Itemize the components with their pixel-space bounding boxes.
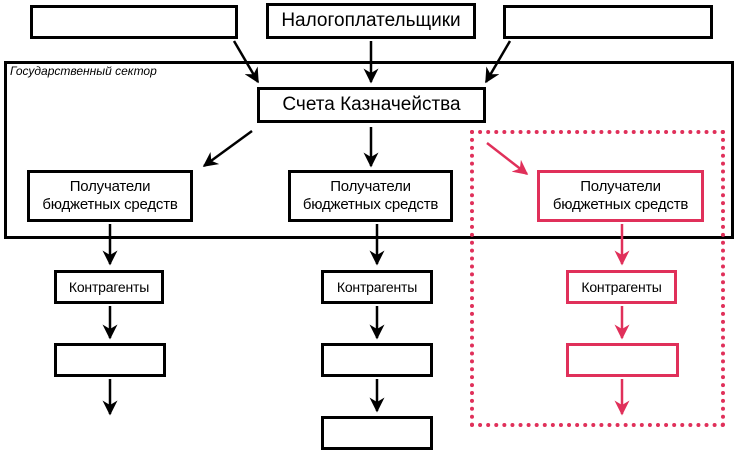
taxpayers-box: Налогоплательщики xyxy=(266,3,476,39)
recipients-box-middle: Получатели бюджетных средств xyxy=(288,170,453,222)
treasury-accounts-box: Счета Казначейства xyxy=(257,87,486,123)
top-left-empty-box xyxy=(30,5,238,39)
top-right-empty-box xyxy=(503,5,713,39)
bottom-empty-box-middle xyxy=(321,416,433,450)
recipients-box-right: Получатели бюджетных средств xyxy=(537,170,704,222)
government-sector-frame xyxy=(4,61,734,239)
government-sector-label: Государственный сектор xyxy=(10,64,157,78)
lower-empty-box-left xyxy=(54,343,166,377)
counterparties-box-left: Контрагенты xyxy=(54,270,164,304)
arrow-topleft-to-treasury xyxy=(232,40,260,84)
counterparties-box-middle: Контрагенты xyxy=(321,270,433,304)
lower-empty-box-right xyxy=(566,343,679,377)
highlight-dotted-frame xyxy=(470,130,725,427)
arrow-topright-to-treasury xyxy=(484,40,512,84)
arrow-treasury-to-recipients-right xyxy=(486,142,529,175)
lower-empty-box-middle xyxy=(321,343,433,377)
arrow-treasury-to-recipients-left xyxy=(202,129,253,168)
counterparties-box-right: Контрагенты xyxy=(566,270,677,304)
recipients-box-left: Получатели бюджетных средств xyxy=(27,170,193,222)
